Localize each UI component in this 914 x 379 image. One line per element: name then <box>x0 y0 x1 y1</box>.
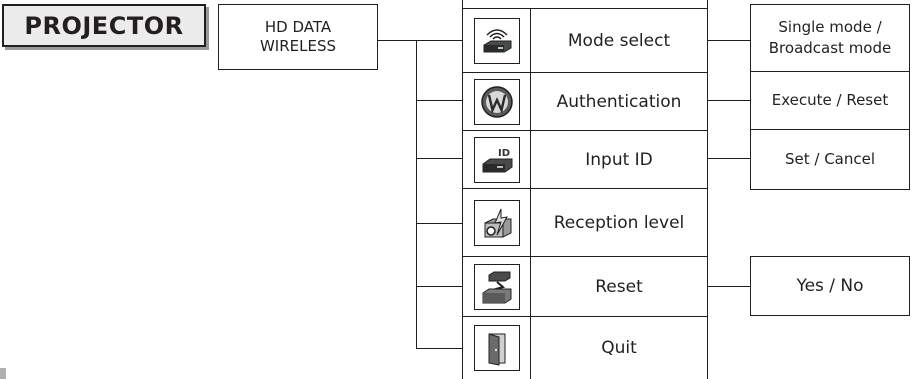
menu-icon-cell <box>463 9 531 72</box>
menu-label: Reset <box>595 276 643 297</box>
menu-label: Reception level <box>553 212 685 233</box>
wireless-device-icon <box>473 17 520 64</box>
door-exit-icon <box>473 325 520 371</box>
hd-data-wireless-box: HD DATA WIRELESS <box>218 4 378 70</box>
device-id-icon: ID <box>473 136 520 183</box>
menu-icon-cell <box>463 317 531 379</box>
connector-authentication <box>708 100 750 101</box>
menu-item-reset[interactable]: Reset <box>463 256 707 316</box>
submenu-reset-options: Yes / No <box>750 256 910 316</box>
branch-quit <box>416 348 462 349</box>
menu-label: Authentication <box>556 91 682 112</box>
menu-icon-cell <box>463 73 531 130</box>
branch-input-id <box>416 158 462 159</box>
menu-icon-cell <box>463 257 531 316</box>
page-edge-mark <box>0 368 6 379</box>
projector-title: PROJECTOR <box>2 4 206 47</box>
branch-reset <box>416 286 462 287</box>
reception-level-icon <box>473 199 520 246</box>
menu-item-mode-select[interactable]: Mode select <box>463 8 707 72</box>
svg-text:ID: ID <box>498 148 510 159</box>
menu-item-authentication[interactable]: Authentication <box>463 72 707 130</box>
menu-icon-cell: ID <box>463 131 531 188</box>
branch-reception <box>416 223 462 224</box>
submenu-authentication-options: Execute / Reset <box>750 72 910 130</box>
projector-title-text: PROJECTOR <box>24 11 184 40</box>
menu-item-quit[interactable]: Quit <box>463 316 707 379</box>
connector-mode <box>708 40 750 41</box>
menu-column: Mode select Authentication ID <box>462 0 708 379</box>
menu-trunk <box>416 40 417 348</box>
menu-label: Mode select <box>567 30 671 51</box>
menu-icon-cell <box>463 189 531 256</box>
submenu-mode-options: Single mode / Broadcast mode <box>750 4 910 72</box>
branch-authentication <box>416 100 462 101</box>
menu-label: Input ID <box>585 149 653 170</box>
menu-label: Quit <box>601 338 637 358</box>
reset-device-icon <box>473 263 520 310</box>
submenu-input-id-options: Set / Cancel <box>750 130 910 190</box>
connector-reset <box>708 286 750 287</box>
menu-item-input-id[interactable]: ID Input ID <box>463 130 707 188</box>
root-connector <box>378 40 462 41</box>
connector-input-id <box>708 158 750 159</box>
w-logo-icon <box>473 78 520 125</box>
menu-item-reception-level[interactable]: Reception level <box>463 188 707 256</box>
